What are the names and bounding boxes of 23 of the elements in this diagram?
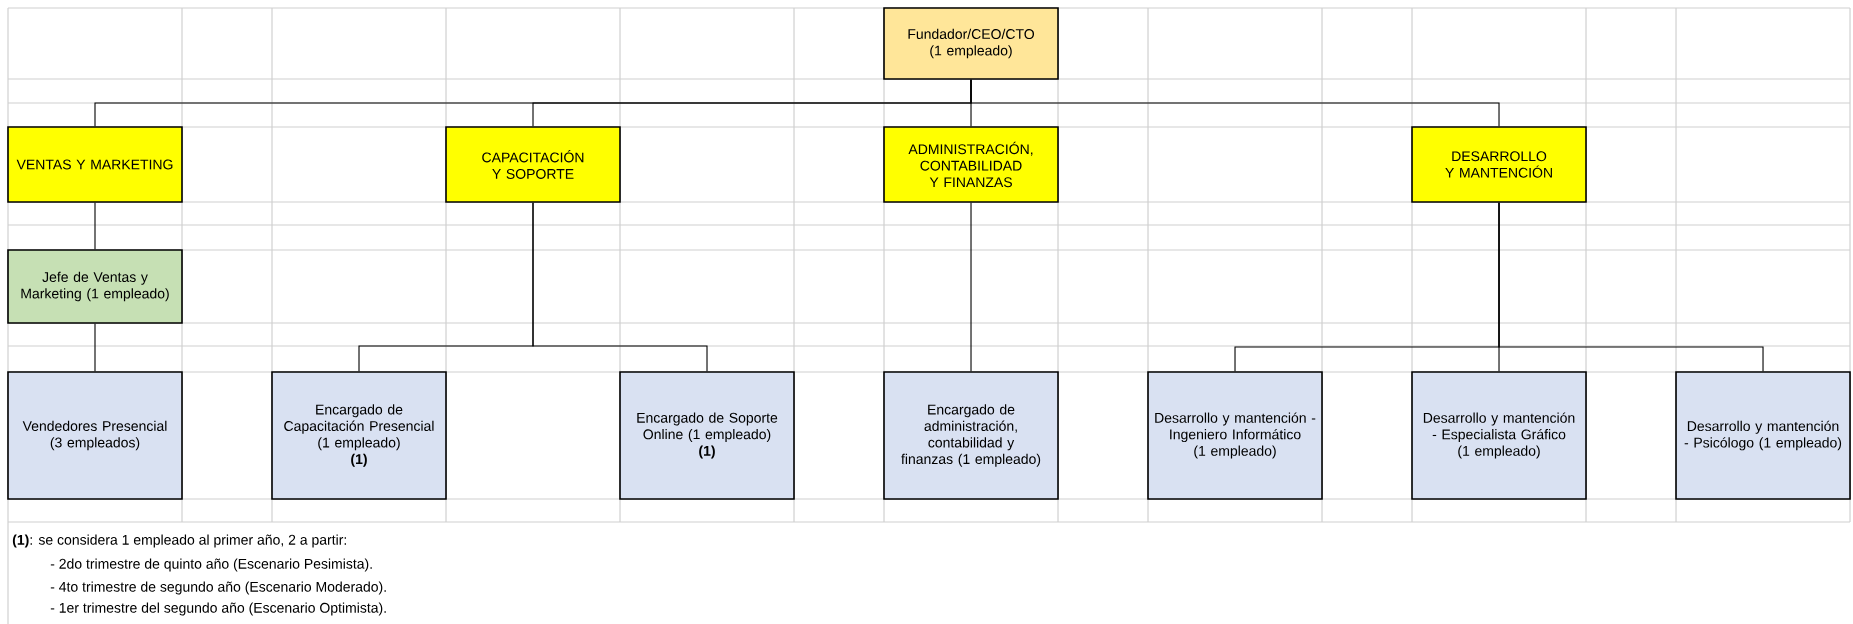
role-box: Desarrollo y mantención - Ingeniero Informático (1 empleado) — [1147, 371, 1323, 500]
role-box: Desarrollo y mantención - Especialista Gráfico (1 empleado) — [1411, 371, 1587, 500]
department-box: CAPACITACIÓN Y SOPORTE — [445, 126, 621, 203]
role-box: Encargado de Capacitación Presencial (1 empleado) (1) — [271, 371, 447, 500]
footnote-text: - 1er trimestre del segundo año (Escenario Optimista). — [50, 602, 386, 616]
role-box: Jefe de Ventas y Marketing (1 empleado) — [7, 249, 183, 324]
department-box: DESARROLLO Y MANTENCIÓN — [1411, 126, 1587, 203]
role-box: Vendedores Presencial (3 empleados) — [7, 371, 183, 500]
role-box: Desarrollo y mantención - Psicólogo (1 empleado) — [1675, 371, 1851, 500]
connector-line — [970, 79, 1500, 127]
footnote-text: (1): se considera 1 empleado al primer año, 2 a partir: — [12, 534, 346, 548]
ceo-box: Fundador/CEO/CTO (1 empleado) — [883, 7, 1059, 80]
footnote-text: - 2do trimestre de quinto año (Escenario Pesimista). — [50, 558, 372, 572]
role-box: Encargado de Soporte Online (1 empleado) (1) — [619, 371, 795, 500]
connector-line — [94, 323, 96, 372]
role-box: Encargado de administración, contabilidad y finanzas (1 empleado) — [883, 371, 1059, 500]
connector-line — [532, 202, 708, 372]
connector-line — [970, 202, 972, 372]
department-box: VENTAS Y MARKETING — [7, 126, 183, 203]
connector-line — [1498, 202, 1764, 372]
footnote-text: - 4to trimestre de segundo año (Escenario Moderado). — [50, 581, 386, 595]
department-box: ADMINISTRACIÓN, CONTABILIDAD Y FINANZAS — [883, 126, 1059, 203]
connector-line — [94, 202, 96, 250]
